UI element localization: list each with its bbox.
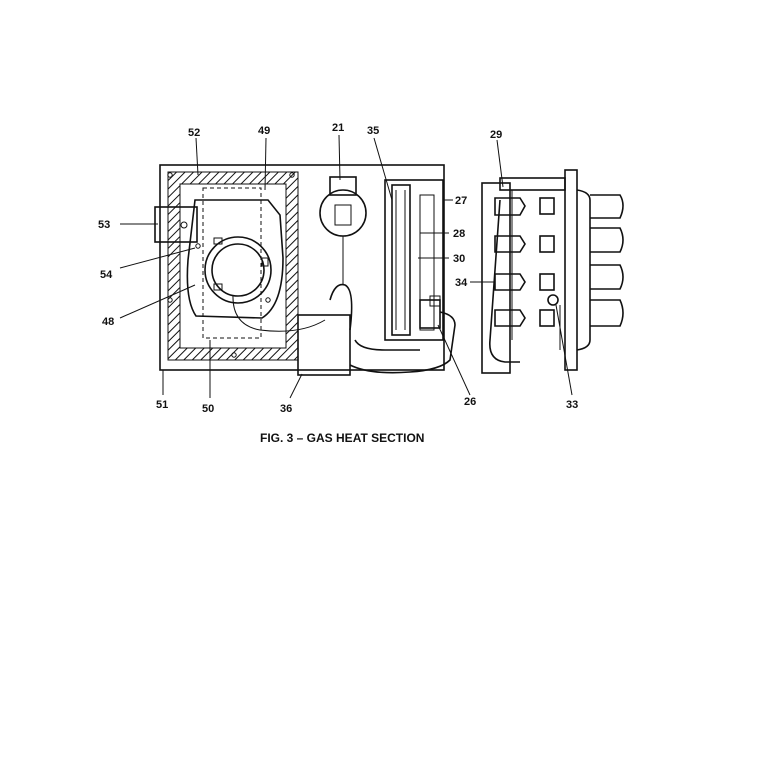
callout-labels: 52 49 21 35 29 53 27 28 54 30 34 48 51 5… <box>98 122 578 415</box>
callout-29: 29 <box>490 129 502 141</box>
blower-assembly <box>154 164 445 371</box>
figure-caption: FIG. 3 – GAS HEAT SECTION <box>260 431 424 445</box>
callout-54: 54 <box>100 269 113 281</box>
callout-26: 26 <box>464 396 476 408</box>
leader-lines <box>119 134 573 399</box>
burner-assembly <box>481 169 624 374</box>
callout-48: 48 <box>102 316 114 328</box>
callout-49: 49 <box>258 125 270 137</box>
callout-30: 30 <box>453 253 465 265</box>
callout-21: 21 <box>332 122 344 134</box>
callout-52: 52 <box>188 127 200 139</box>
callout-50: 50 <box>202 403 214 415</box>
callout-33: 33 <box>566 399 578 411</box>
controls-assembly <box>297 176 456 376</box>
callout-27: 27 <box>455 195 467 207</box>
callout-36: 36 <box>280 403 292 415</box>
callout-34: 34 <box>455 277 468 289</box>
callout-51: 51 <box>156 399 168 411</box>
callout-53: 53 <box>98 219 110 231</box>
callout-35: 35 <box>367 125 379 137</box>
callout-28: 28 <box>453 228 465 240</box>
